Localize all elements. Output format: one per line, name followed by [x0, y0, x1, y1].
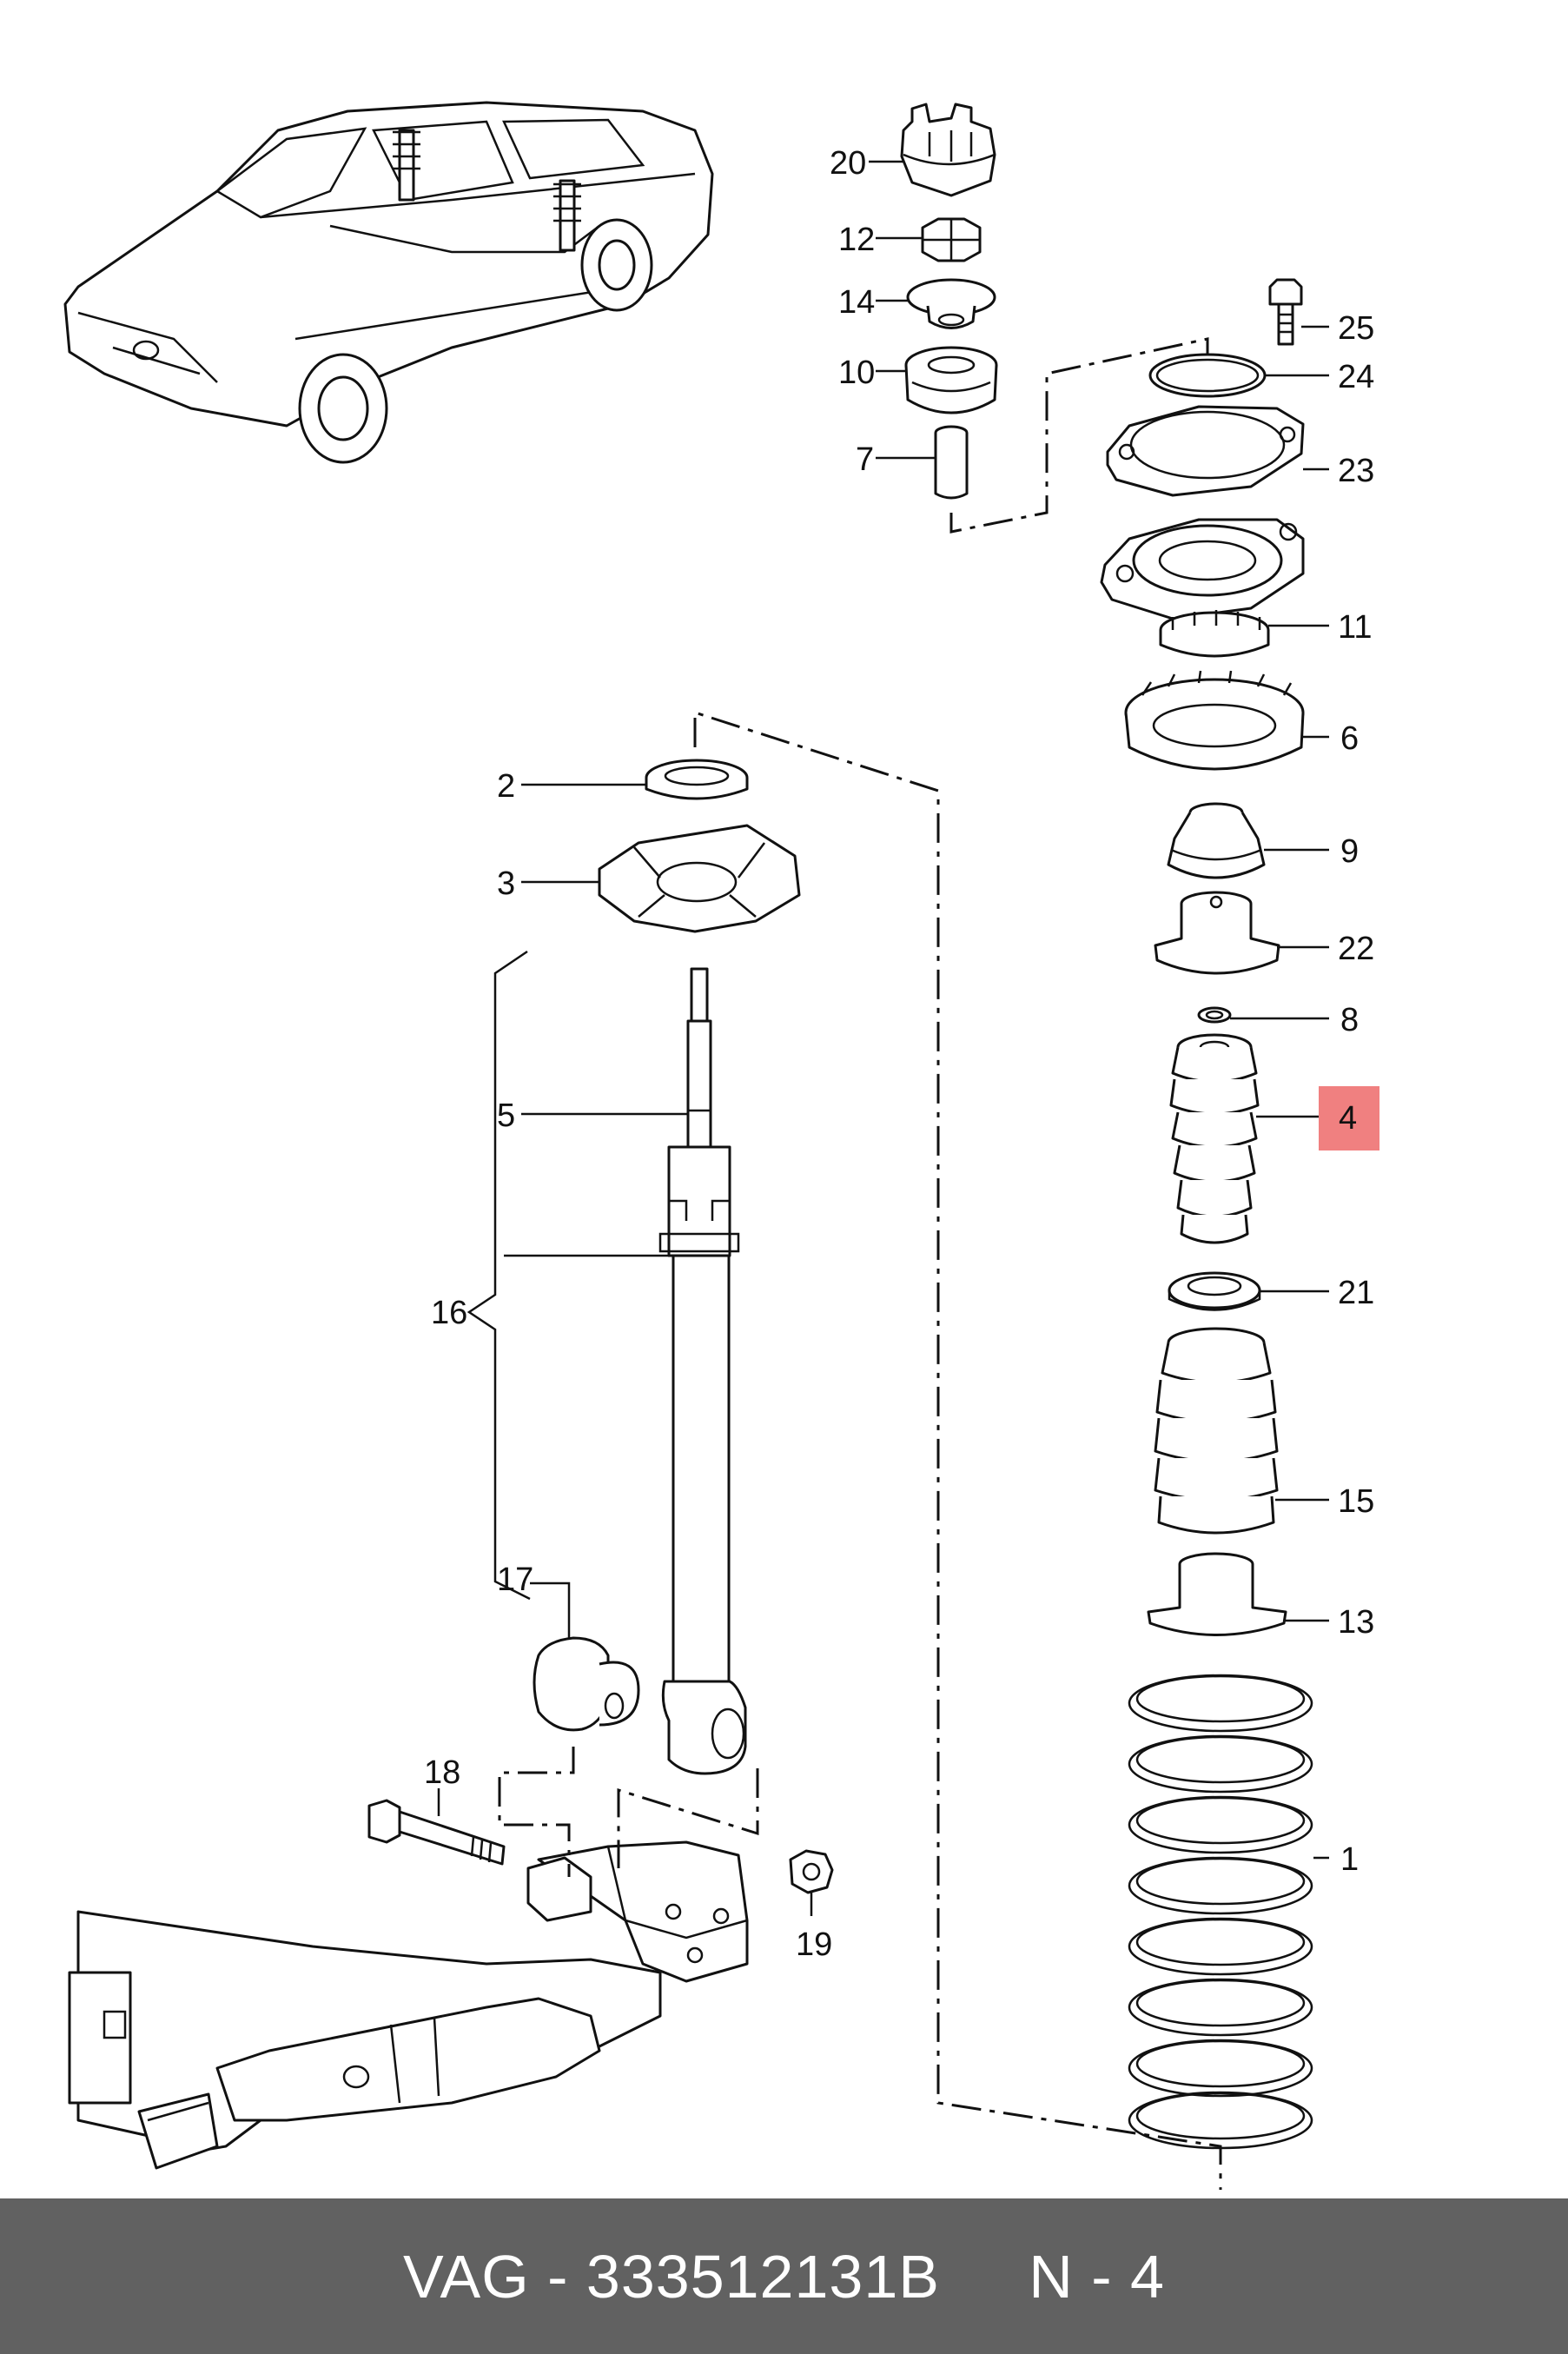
callout-14: 14: [838, 284, 875, 321]
callout-22: 22: [1338, 931, 1374, 967]
part-2-seat: [645, 759, 749, 800]
callout-23: 23: [1338, 453, 1374, 489]
footer-bar: VAG - 333512131B N - 4: [0, 2198, 1568, 2354]
part-5-shock-absorber: [658, 967, 747, 1775]
part-20-cap: [900, 103, 996, 197]
part-19-nut: [789, 1849, 834, 1894]
part-4-bump-stop: [1169, 1033, 1260, 1244]
rear-axle-illustration: [68, 1840, 749, 2170]
footer-separator: -: [529, 2242, 586, 2311]
part-7-sleeve: [934, 425, 969, 500]
car-overview-illustration: [63, 101, 714, 464]
callout-25: 25: [1338, 310, 1374, 347]
part-21-washer: [1168, 1271, 1261, 1311]
part-6-spring-seat: [1124, 670, 1305, 771]
part-13-bump-stop-cap: [1147, 1552, 1287, 1636]
callout-11: 11: [1338, 609, 1372, 646]
assembly-bracket-bush: [498, 1747, 575, 1877]
callout-10: 10: [838, 355, 875, 391]
footer-part-number: 333512131B: [586, 2242, 940, 2311]
exploded-parts-diagram: 20 12 14 10 7 25 24 23 11 6 9 22 8 4 21 …: [63, 101, 1379, 2190]
callout-18: 18: [424, 1754, 460, 1791]
part-10-bushing: [904, 346, 998, 414]
highlighted-part-marker: [1319, 1086, 1379, 1150]
part-23-gasket: [1106, 405, 1305, 497]
callout-8: 8: [1340, 1002, 1359, 1038]
callout-4: 4: [1339, 1100, 1357, 1137]
callout-13: 13: [1338, 1604, 1374, 1641]
callout-5: 5: [497, 1097, 515, 1134]
part-9-buffer: [1167, 802, 1266, 879]
part-14-washer: [906, 278, 996, 329]
part-17-bush: [533, 1636, 640, 1732]
callout-15: 15: [1338, 1483, 1374, 1520]
group-bracket-16: [466, 950, 531, 1601]
callout-6: 6: [1340, 720, 1359, 757]
footer-gap: [940, 2243, 1029, 2311]
part-25-bolt: [1268, 278, 1303, 346]
callout-numbers: 20 12 14 10 7 25 24 23 11 6 9 22 8 4 21 …: [424, 145, 1374, 1963]
part-8-ring: [1197, 1006, 1232, 1024]
callout-7: 7: [856, 441, 874, 478]
part-12-nut: [921, 217, 982, 262]
part-23b-mount-plate: [1100, 518, 1305, 620]
callout-3: 3: [497, 865, 515, 902]
part-22-cap: [1154, 891, 1280, 975]
callout-24: 24: [1338, 359, 1374, 395]
callout-19: 19: [796, 1926, 832, 1963]
footer-position-label: N - 4: [1029, 2242, 1165, 2311]
callout-1: 1: [1340, 1841, 1359, 1878]
footer-caption: VAG - 333512131B N - 4: [403, 2242, 1165, 2311]
callout-9: 9: [1340, 833, 1359, 870]
part-15-dust-boot: [1154, 1327, 1279, 1535]
part-18-bolt: [367, 1799, 506, 1866]
part-24-o-ring: [1148, 353, 1267, 398]
part-3-plate: [598, 824, 801, 933]
diagram-canvas: 20 12 14 10 7 25 24 23 11 6 9 22 8 4 21 …: [63, 101, 1379, 2190]
callout-2: 2: [497, 768, 515, 805]
assembly-bracket-shock: [693, 710, 1222, 2190]
callout-12: 12: [838, 222, 875, 258]
assembly-bracket-top: [949, 337, 1209, 534]
footer-brand: VAG: [403, 2242, 530, 2311]
callout-21: 21: [1338, 1275, 1374, 1311]
callout-20: 20: [830, 145, 866, 182]
callout-17: 17: [497, 1562, 533, 1598]
callout-16: 16: [431, 1295, 467, 1331]
assembly-bracket-eye: [617, 1768, 759, 1868]
part-1-coil-spring: [1128, 1674, 1313, 2150]
leader-lines: [437, 160, 1329, 1916]
part-11-bearing: [1159, 610, 1270, 658]
